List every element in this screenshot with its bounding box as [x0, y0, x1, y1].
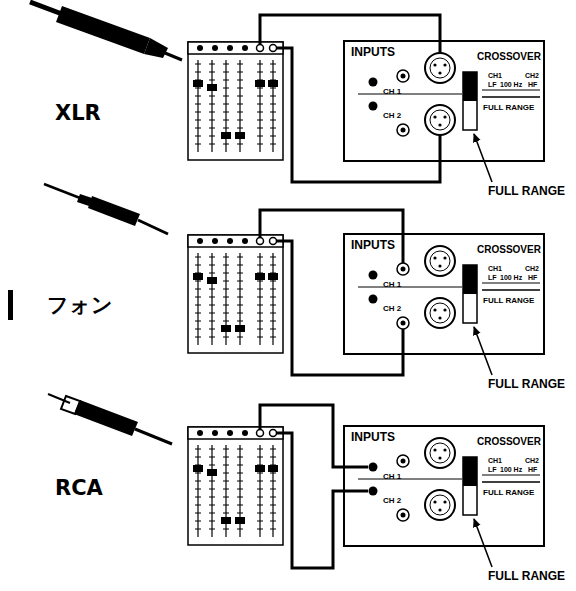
panel-label: LF — [488, 81, 497, 88]
panel-label: CH1 — [488, 457, 502, 464]
panel-label: CH 2 — [383, 112, 401, 120]
panel-label: 100 Hz — [500, 81, 522, 88]
panel-label: CH2 — [525, 72, 539, 79]
panel-label: CH 1 — [383, 88, 401, 96]
callout-text: FULL RANGE — [488, 378, 565, 390]
phone-plug — [44, 184, 168, 234]
panel-jacks — [358, 246, 540, 329]
panel-label: 100 Hz — [500, 274, 522, 281]
panel-label: FULL RANGE — [483, 489, 534, 497]
mixer — [188, 427, 283, 545]
panel-label: CH1 — [488, 72, 502, 79]
panel-jacks — [358, 53, 540, 136]
mixer — [188, 235, 283, 353]
rca-plug — [48, 394, 172, 444]
cable-wires — [260, 15, 440, 568]
cable-name: フォン — [47, 295, 113, 316]
panel-label: LF — [488, 466, 497, 473]
panel-label: CH 1 — [383, 473, 401, 481]
panel-label: LF — [488, 274, 497, 281]
mixer — [188, 42, 283, 160]
panel-label: INPUTS — [351, 431, 395, 443]
panel-label: HF — [528, 466, 537, 473]
callout-text: FULL RANGE — [488, 185, 565, 197]
panel-label: HF — [528, 274, 537, 281]
callout-text: FULL RANGE — [488, 570, 565, 582]
side-bar — [8, 290, 13, 320]
panel-label: CH1 — [488, 265, 502, 272]
panel-label: FULL RANGE — [483, 104, 534, 112]
panel-label: FULL RANGE — [483, 297, 534, 305]
panel-label: CH 2 — [383, 497, 401, 505]
panel-label: 100 Hz — [500, 466, 522, 473]
panel-label: CROSSOVER — [477, 52, 541, 62]
cable-name: XLR — [55, 103, 101, 124]
panel-label: CH2 — [525, 265, 539, 272]
amp-panel: INPUTS CH 1 CH 2 CROSSOVER CH1 CH2LF100 Hz HF F… — [343, 425, 545, 547]
amp-panel: INPUTS CH 1 CH 2 CROSSOVER CH1 CH2LF100 Hz HF F… — [343, 40, 545, 162]
panel-label: CROSSOVER — [477, 437, 541, 447]
panel-label: HF — [528, 81, 537, 88]
panel-label: CH2 — [525, 457, 539, 464]
panel-label: INPUTS — [351, 239, 395, 251]
amp-panel: INPUTS CH 1 CH 2 CROSSOVER CH1 CH2LF100 Hz HF F… — [343, 233, 545, 355]
panel-jacks — [358, 438, 540, 521]
cable-name: RCA — [55, 478, 103, 499]
panel-label: CH 2 — [383, 305, 401, 313]
leader-line — [474, 134, 492, 567]
panel-label: CROSSOVER — [477, 245, 541, 255]
panel-label: INPUTS — [351, 46, 395, 58]
panel-label: CH 1 — [383, 281, 401, 289]
xlr-plug — [30, 2, 182, 60]
